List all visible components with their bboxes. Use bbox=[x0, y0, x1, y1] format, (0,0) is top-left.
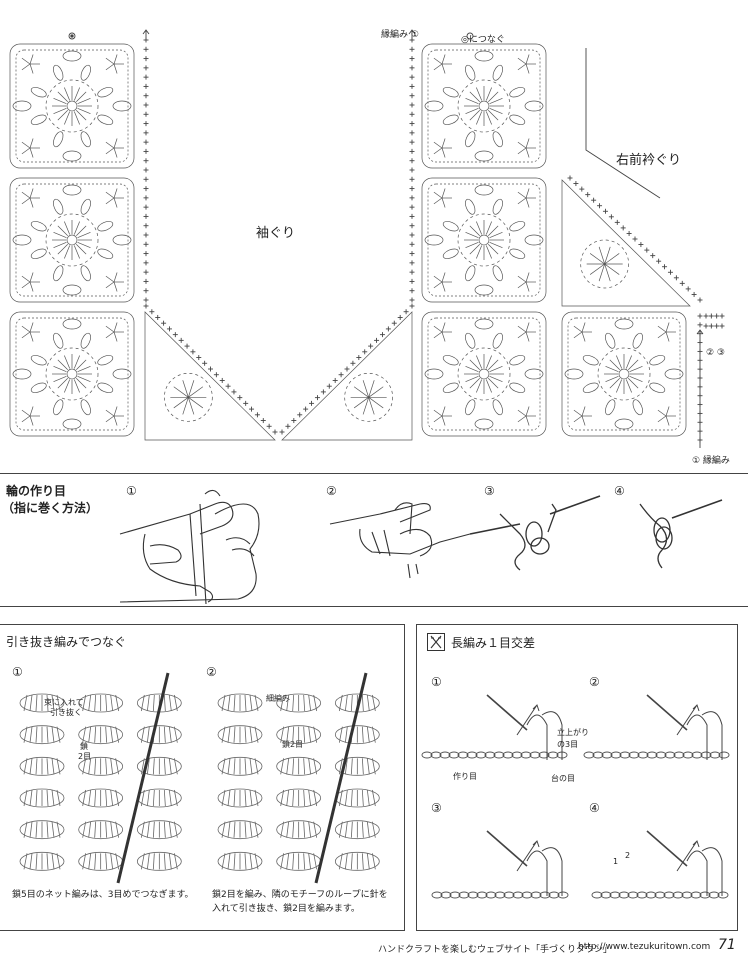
cross-step-1: ① bbox=[431, 675, 442, 689]
ring-step-2: ② bbox=[326, 484, 337, 498]
cross-chain-2 bbox=[583, 751, 730, 759]
join-illustration-2 bbox=[217, 672, 380, 884]
footer-url[interactable]: http://www.tezukuritown.com bbox=[578, 942, 711, 952]
join-title: 引き抜き編みでつなぐ bbox=[6, 635, 127, 649]
motif-diagram bbox=[9, 29, 725, 448]
cross-illustration-2 bbox=[646, 694, 723, 760]
ring-step-3: ③ bbox=[484, 484, 495, 498]
join-illustration-1 bbox=[19, 672, 182, 884]
join-note-1b: 引き抜く bbox=[50, 708, 82, 717]
motif-tri-right bbox=[561, 179, 691, 307]
join-note-2a: 細編み bbox=[266, 694, 290, 703]
cross-chain-1 bbox=[421, 751, 568, 759]
edge-left-sleeve bbox=[143, 37, 149, 303]
edge-right-row-2 bbox=[703, 323, 725, 329]
edge-label-bottom: ① 縁編み bbox=[692, 456, 730, 466]
motif-right-3 bbox=[561, 311, 687, 437]
join-caption-1: 鎖5目のネット編みは、3目めでつなぎます。 bbox=[12, 890, 194, 900]
label-num-1: 1 bbox=[613, 857, 619, 866]
cross-illustration-3 bbox=[486, 830, 563, 896]
join-step-2: ② bbox=[206, 665, 217, 679]
neckline-label: 右前衿ぐり bbox=[616, 153, 682, 168]
join-note-2b: 鎖2目 bbox=[282, 740, 304, 749]
edge-right-top-row bbox=[703, 313, 725, 319]
join-panel: 引き抜き編みでつなぐ ① ② 束に入れて 引き抜く 鎖 2目 細編み 鎖2目 鎖… bbox=[0, 624, 405, 931]
motif-mid-2 bbox=[421, 177, 547, 303]
join-caption-2b: 入れて引き抜き、鎖2目を編みます。 bbox=[212, 904, 360, 914]
page-number: 71 bbox=[718, 937, 736, 953]
join-label-top: ◎につなぐ bbox=[461, 35, 505, 45]
ring-panel: 輪の作り目 （指に巻く方法） ① ② ③ ④ bbox=[0, 473, 748, 607]
motif-tri-mid bbox=[281, 311, 413, 441]
ring-title: 輪の作り目 bbox=[6, 484, 67, 498]
join-caption-2a: 鎖2目を編み、隣のモチーフのループに針を bbox=[212, 890, 388, 900]
edge-mid-sleeve bbox=[409, 37, 415, 303]
join-note-1d: 2目 bbox=[78, 752, 92, 761]
join-note-1c: 鎖 bbox=[80, 742, 88, 751]
motif-tri-left bbox=[144, 311, 276, 441]
cross-step-4: ④ bbox=[589, 801, 600, 815]
sleeve-label: 袖ぐり bbox=[256, 226, 296, 241]
cross-chain-4 bbox=[591, 891, 729, 899]
label-foundation: 作り目 bbox=[453, 772, 477, 781]
cross-title: 長編み１目交差 bbox=[451, 636, 536, 650]
join-illustrations bbox=[19, 672, 380, 884]
cross-stitch-symbol-icon bbox=[427, 633, 445, 651]
cross-illustration-4 bbox=[646, 830, 723, 896]
ring-step-1: ① bbox=[126, 484, 137, 498]
edge-sleeve-diagonal-right bbox=[279, 303, 415, 435]
footer-site-name: ハンドクラフトを楽しむウェブサイト「手づくりタウン」 bbox=[378, 945, 613, 955]
cross-step-2: ② bbox=[589, 675, 600, 689]
edge-neck-diagonal bbox=[567, 175, 703, 303]
ring-illustrations bbox=[119, 489, 723, 605]
label-num-2: 2 bbox=[625, 851, 631, 860]
cross-step-3: ③ bbox=[431, 801, 442, 815]
motif-left-2 bbox=[9, 177, 135, 303]
mark-2-3: ② ③ bbox=[706, 348, 725, 358]
cross-panel: 長編み１目交差 ① ② ③ ④ 立上がり の3目 作り目 台の目 1 2 bbox=[416, 624, 738, 931]
motif-left-3 bbox=[9, 311, 135, 437]
join-step-1: ① bbox=[12, 665, 23, 679]
ring-step-4: ④ bbox=[614, 484, 625, 498]
cross-chain-3 bbox=[431, 891, 569, 899]
motif-mid-3 bbox=[421, 311, 547, 437]
motif-chart bbox=[0, 0, 750, 470]
ring-subtitle: （指に巻く方法） bbox=[2, 501, 99, 515]
chart-guide-lines bbox=[68, 29, 704, 448]
label-standing-a: 立上がり bbox=[557, 728, 589, 737]
label-base-stitch: 台の目 bbox=[551, 774, 575, 783]
label-standing-b: の3目 bbox=[557, 740, 579, 749]
cross-illustrations bbox=[421, 694, 730, 899]
cross-illustration-1 bbox=[486, 694, 563, 760]
motif-mid-1 bbox=[421, 43, 547, 169]
motif-left-1 bbox=[9, 43, 135, 169]
edge-label-top: 縁編み ① bbox=[381, 30, 419, 40]
edge-sleeve-diagonal-left bbox=[143, 303, 278, 435]
